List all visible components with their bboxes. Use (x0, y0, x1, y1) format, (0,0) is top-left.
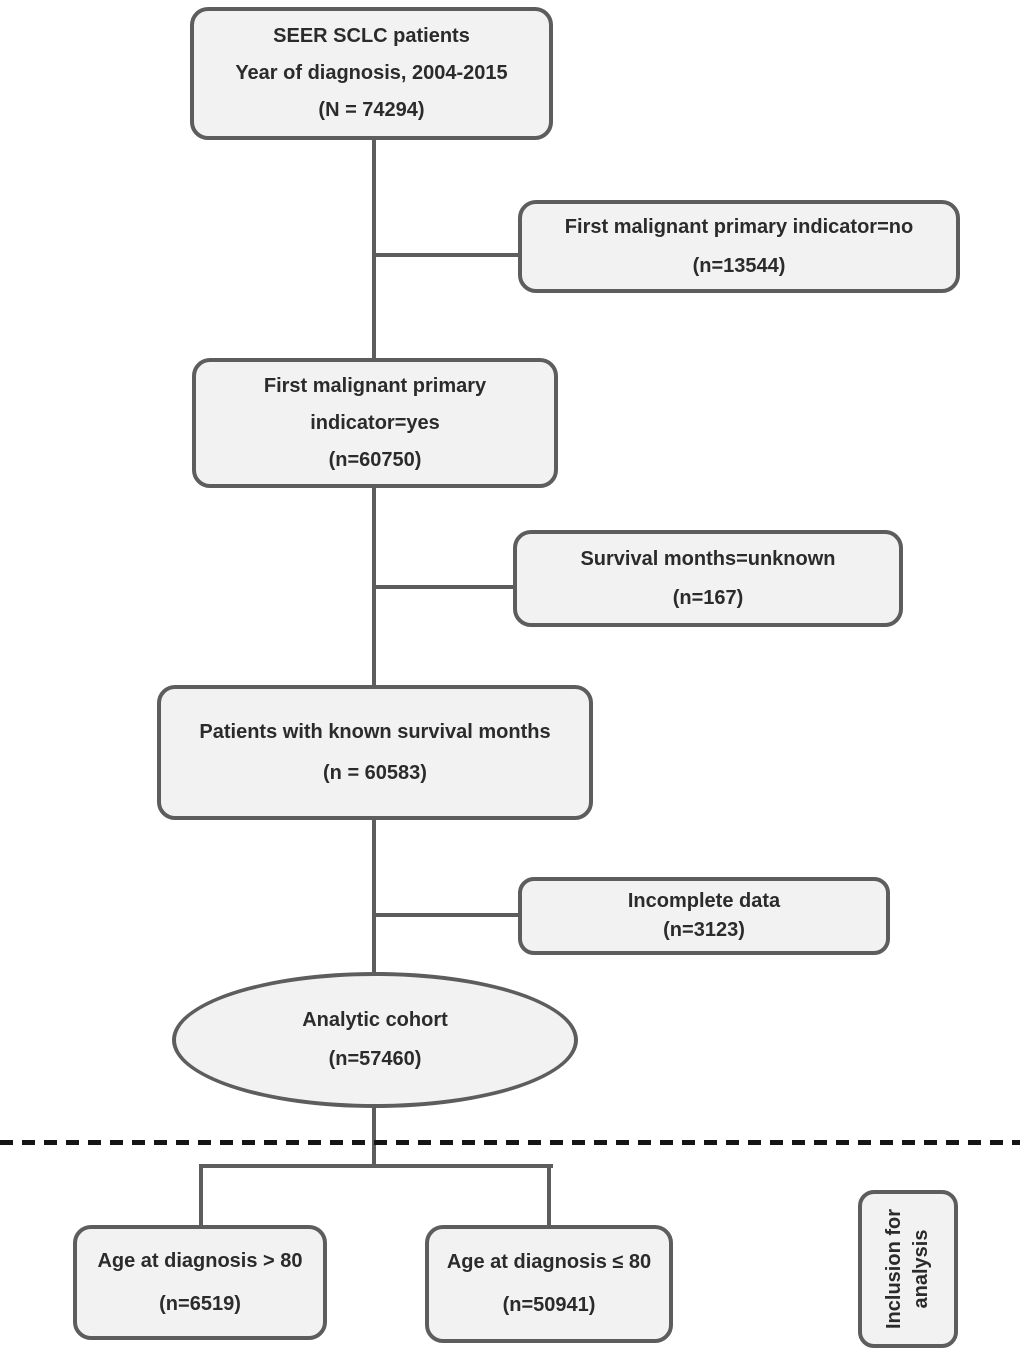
connector-seer-to-fmpyes (372, 140, 376, 360)
node-seer-sclc-patients: SEER SCLC patients Year of diagnosis, 20… (190, 7, 553, 140)
node-text-line: Age at diagnosis > 80 (97, 1249, 303, 1272)
connector-split-right-drop (547, 1164, 551, 1225)
node-known-survival-months: Patients with known survival months (n =… (157, 685, 593, 820)
node-text-line: analysis (910, 1229, 932, 1309)
connector-cohort-to-split (372, 1104, 376, 1168)
node-text-line: Analytic cohort (302, 1009, 448, 1031)
node-text-line: (n=6519) (159, 1292, 241, 1315)
node-text-line: (n=60750) (328, 448, 422, 471)
connector-branch-excl-survival (374, 585, 515, 589)
node-text-line: (n=50941) (502, 1294, 596, 1316)
node-text-line: Inclusion for (883, 1209, 905, 1329)
connector-branch-excl-incomplete (374, 913, 520, 917)
node-text-line: Patients with known survival months (199, 720, 551, 743)
node-text-line: (n = 60583) (323, 761, 427, 784)
connector-known-to-cohort (372, 820, 376, 974)
node-text-line: First malignant primary indicator=no (564, 215, 914, 238)
node-age-over-80: Age at diagnosis > 80 (n=6519) (73, 1225, 327, 1340)
node-text-line: Survival months=unknown (580, 547, 836, 570)
node-text-line: indicator=yes (310, 411, 440, 434)
node-inclusion-for-analysis-label: Inclusion for analysis (858, 1190, 958, 1348)
rotated-label: Inclusion for analysis (881, 1209, 935, 1329)
node-exclusion-first-primary-no: First malignant primary indicator=no (n=… (518, 200, 960, 293)
node-first-primary-yes: First malignant primary indicator=yes (n… (192, 358, 558, 488)
node-text-line: First malignant primary (263, 374, 487, 397)
node-text-line: Incomplete data (627, 890, 781, 912)
node-exclusion-survival-unknown: Survival months=unknown (n=167) (513, 530, 903, 627)
node-text-line: Year of diagnosis, 2004-2015 (235, 62, 508, 84)
node-text-line: (n=57460) (328, 1048, 422, 1070)
node-text-line: (n=3123) (663, 919, 745, 941)
node-age-under-or-equal-80: Age at diagnosis ≤ 80 (n=50941) (425, 1225, 673, 1343)
node-text-line: (n=167) (672, 586, 744, 609)
node-analytic-cohort-ellipse: Analytic cohort (n=57460) (172, 972, 578, 1108)
node-text-line: SEER SCLC patients (273, 25, 470, 47)
connector-split-left-drop (199, 1164, 203, 1225)
connector-split-horizontal (199, 1164, 553, 1168)
dashed-divider (0, 1140, 1020, 1145)
node-text-line: Age at diagnosis ≤ 80 (446, 1251, 652, 1273)
node-text-line: (n=13544) (692, 254, 786, 277)
node-text-line: (N = 74294) (318, 99, 425, 121)
connector-branch-excl-first-primary (374, 253, 520, 257)
node-exclusion-incomplete-data: Incomplete data (n=3123) (518, 877, 890, 955)
